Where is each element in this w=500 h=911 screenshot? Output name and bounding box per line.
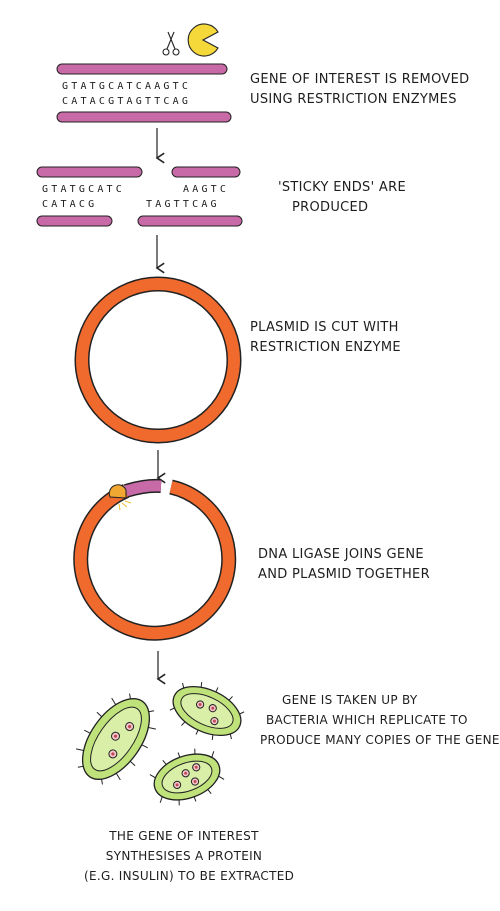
inserted-gene (123, 478, 162, 498)
recombinant-plasmid (73, 479, 237, 641)
bottom-backbone (56, 111, 232, 123)
right-bottom-sequence: TAGTTCAG (146, 199, 220, 210)
label-line: SYNTHESISES A PROTEIN (105, 849, 263, 863)
label-line: (E.G. INSULIN) TO BE EXTRACTED (84, 869, 295, 883)
label-line: GENE OF INTEREST IS REMOVED (250, 72, 470, 87)
dna-sticky-ends: GTATGCATC CATACG AAGTC TAGTTCAG (36, 166, 243, 227)
right-top-backbone (171, 166, 241, 178)
top-sequence: GTATGCATCAAGTC (62, 81, 191, 92)
label-line: AND PLASMID TOGETHER (258, 567, 430, 582)
left-bottom-backbone (36, 215, 113, 227)
label-line: USING RESTRICTION ENZYMES (250, 92, 457, 107)
restriction-enzyme-icon (187, 23, 219, 57)
bacterium-icon (149, 748, 225, 806)
bacterium-icon (169, 682, 245, 740)
label-line: 'STICKY ENDS' ARE (278, 180, 406, 195)
scissors-icon (162, 31, 180, 56)
right-top-sequence: AAGTC (183, 184, 229, 195)
step6-label: THE GENE OF INTEREST SYNTHESISES A PROTE… (84, 826, 295, 886)
left-top-backbone (36, 166, 143, 178)
label-line: BACTERIA WHICH REPLICATE TO (266, 713, 468, 727)
plasmid-ring (74, 276, 242, 444)
label-line: GENE IS TAKEN UP BY (282, 693, 418, 707)
bacterium-icon (75, 693, 157, 785)
label-line: PLASMID IS CUT WITH (250, 320, 399, 335)
top-backbone (56, 63, 228, 75)
step3-label: PLASMID IS CUT WITH RESTRICTION ENZYME (250, 318, 401, 358)
label-line: PRODUCED (292, 200, 369, 215)
dna-strand-intact: GTATGCATCAAGTC CATACGTAGTTCAG (56, 63, 232, 123)
right-bottom-backbone (137, 215, 243, 227)
dna-ligase-icon (108, 484, 132, 511)
left-bottom-sequence: CATACG (42, 199, 97, 210)
step5-label: GENE IS TAKEN UP BY BACTERIA WHICH REPLI… (260, 690, 500, 750)
label-line: DNA LIGASE JOINS GENE (258, 547, 424, 562)
step4-label: DNA LIGASE JOINS GENE AND PLASMID TOGETH… (258, 545, 430, 585)
step2-label: 'STICKY ENDS' ARE PRODUCED (278, 178, 406, 218)
label-line: THE GENE OF INTEREST (109, 829, 259, 843)
left-top-sequence: GTATGCATC (42, 184, 125, 195)
bottom-sequence: CATACGTAGTTCAG (62, 96, 191, 107)
step1-label: GENE OF INTEREST IS REMOVED USING RESTRI… (250, 70, 469, 110)
label-line: PRODUCE MANY COPIES OF THE GENE (260, 733, 500, 747)
label-line: RESTRICTION ENZYME (250, 340, 401, 355)
